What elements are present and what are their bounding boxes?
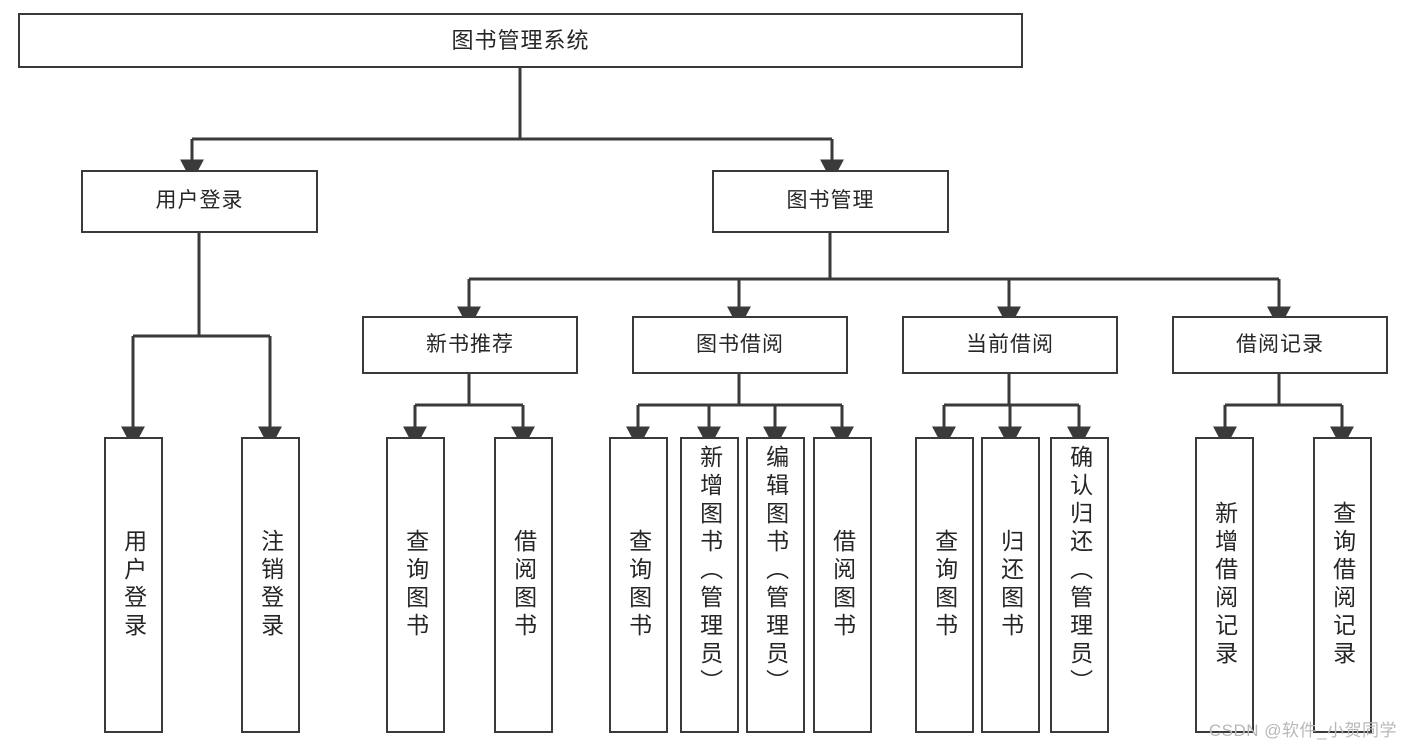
node-user-login-label: 用户登录 — [155, 189, 244, 213]
leaf-current-return-book[interactable]: 归还图书 — [981, 437, 1040, 733]
leaf-current-query-book[interactable]: 查询图书 — [915, 437, 974, 733]
leaf-borrow-add-book-label: 新增图书（管理员） — [696, 445, 723, 697]
leaf-borrow-borrow-book[interactable]: 借阅图书 — [813, 437, 872, 733]
leaf-borrow-add-book[interactable]: 新增图书（管理员） — [680, 437, 739, 733]
leaf-borrow-borrow-book-label: 借阅图书 — [829, 529, 856, 641]
leaf-record-add-record-label: 新增借阅记录 — [1211, 501, 1238, 669]
node-root-label: 图书管理系统 — [451, 27, 590, 53]
leaf-recommend-query-book-label: 查询图书 — [402, 529, 429, 641]
node-current-borrow-label: 当前借阅 — [966, 332, 1054, 356]
node-current-borrow[interactable]: 当前借阅 — [902, 316, 1118, 374]
leaf-borrow-edit-book[interactable]: 编辑图书（管理员） — [746, 437, 805, 733]
leaf-user-login-login[interactable]: 用户登录 — [104, 437, 163, 733]
leaf-borrow-query-book-label: 查询图书 — [625, 529, 652, 641]
node-user-login[interactable]: 用户登录 — [81, 170, 318, 233]
leaf-borrow-query-book[interactable]: 查询图书 — [609, 437, 668, 733]
node-borrow-record[interactable]: 借阅记录 — [1172, 316, 1388, 374]
node-book-borrow[interactable]: 图书借阅 — [632, 316, 848, 374]
node-new-book-recommend-label: 新书推荐 — [426, 332, 514, 356]
leaf-record-query-record[interactable]: 查询借阅记录 — [1313, 437, 1372, 733]
csdn-watermark: CSDN @软件_小贺同学 — [1208, 721, 1397, 740]
node-root[interactable]: 图书管理系统 — [18, 13, 1023, 68]
leaf-current-return-book-label: 归还图书 — [997, 529, 1024, 641]
node-book-borrow-label: 图书借阅 — [696, 332, 784, 356]
leaf-current-confirm-return-label: 确认归还（管理员） — [1066, 445, 1093, 697]
node-borrow-record-label: 借阅记录 — [1236, 332, 1324, 356]
leaf-recommend-query-book[interactable]: 查询图书 — [386, 437, 445, 733]
leaf-user-login-login-label: 用户登录 — [120, 529, 147, 641]
leaf-current-query-book-label: 查询图书 — [931, 529, 958, 641]
node-book-management-label: 图书管理 — [786, 189, 875, 213]
leaf-user-login-logout[interactable]: 注销登录 — [241, 437, 300, 733]
leaf-user-login-logout-label: 注销登录 — [257, 529, 284, 641]
leaf-record-query-record-label: 查询借阅记录 — [1329, 501, 1356, 669]
node-new-book-recommend[interactable]: 新书推荐 — [362, 316, 578, 374]
leaf-recommend-borrow-book[interactable]: 借阅图书 — [494, 437, 553, 733]
leaf-current-confirm-return[interactable]: 确认归还（管理员） — [1050, 437, 1109, 733]
node-book-management[interactable]: 图书管理 — [712, 170, 949, 233]
leaf-recommend-borrow-book-label: 借阅图书 — [510, 529, 537, 641]
leaf-borrow-edit-book-label: 编辑图书（管理员） — [762, 445, 789, 697]
leaf-record-add-record[interactable]: 新增借阅记录 — [1195, 437, 1254, 733]
